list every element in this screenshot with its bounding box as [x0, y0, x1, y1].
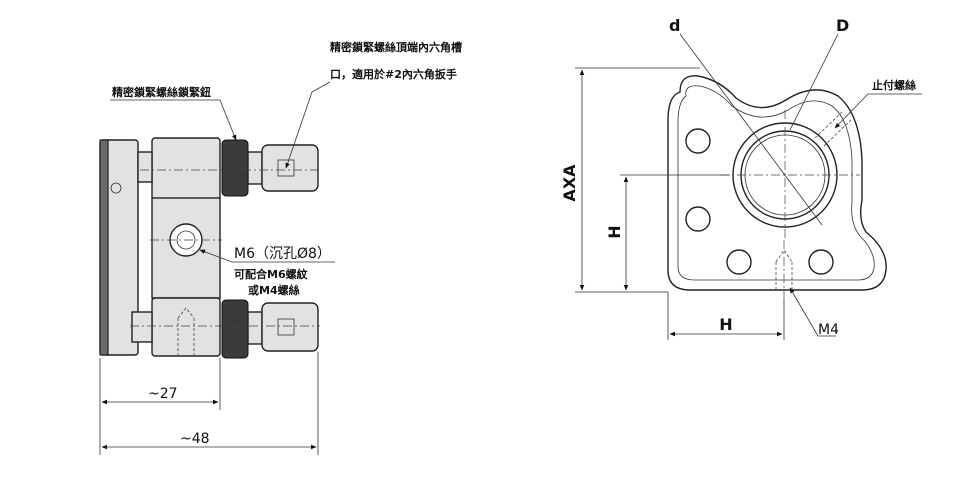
upper-adjuster-neck [247, 151, 263, 185]
m6-hole-label: M6（沉孔Ø8） [234, 246, 331, 262]
m6-counterbore-inner [176, 230, 196, 250]
D-leader [789, 33, 839, 131]
front-view: d D 止付螺絲 AXA H H M4 [560, 16, 922, 340]
lock-knob-label: 精密鎖緊螺絲鎖緊鈕 [112, 85, 211, 99]
dim-27-label: ~27 [148, 386, 178, 402]
upper-rod [137, 151, 153, 183]
lower-adjuster-neck [247, 311, 263, 345]
lock-knob-leader [110, 99, 237, 141]
upper-hex-socket-icon [277, 159, 295, 177]
lower-lock-knob-icon [221, 299, 249, 359]
hex-slot-label-line1: 精密鎖緊螺絲頂端內六角槽 [330, 40, 462, 54]
lower-hex-socket-icon [277, 318, 295, 336]
d-leader [679, 33, 823, 226]
mount-plate-inner [677, 85, 875, 281]
dim-48-label: ~48 [180, 431, 210, 447]
upper-adjuster-screw [261, 144, 319, 192]
m6-leader [199, 249, 335, 263]
upper-lock-knob-icon [221, 139, 249, 197]
set-screw-channel [814, 111, 852, 147]
hole-bottom-right [808, 249, 834, 275]
set-screw-label: 止付螺絲 [872, 78, 916, 92]
lower-screw-hidden [177, 307, 195, 356]
hole-top-left [685, 128, 711, 154]
hole-left [685, 206, 711, 232]
set-screw-leader [834, 93, 922, 129]
m4-label: M4 [818, 322, 839, 338]
m4-leader [789, 287, 836, 337]
hex-slot-leader [285, 81, 331, 169]
axa-label: AXA [560, 164, 579, 202]
hole-bottom-left [726, 249, 752, 275]
m6-compat-label-line2: 或M4螺絲 [248, 283, 300, 297]
back-plate-edge [99, 139, 109, 356]
d-large-label: D [836, 16, 849, 35]
m6-compat-label-line1: 可配合M6螺紋 [234, 267, 309, 281]
mount-plate-outline [667, 75, 887, 291]
upper-block [151, 137, 221, 201]
plate-mark-icon [110, 182, 122, 194]
lower-rod [131, 311, 153, 343]
lower-block [151, 297, 221, 357]
d-small-label: d [669, 16, 680, 35]
h-vertical-label: H [605, 225, 624, 238]
h-horizontal-label: H [719, 315, 732, 334]
hex-slot-label-line2: 口，適用於#2內六角扳手 [330, 67, 457, 81]
lower-adjuster-screw [261, 302, 319, 352]
side-view: 精密鎖緊螺絲鎖緊鈕 精密鎖緊螺絲頂端內六角槽 口，適用於#2內六角扳手 M6（沉… [99, 40, 462, 455]
